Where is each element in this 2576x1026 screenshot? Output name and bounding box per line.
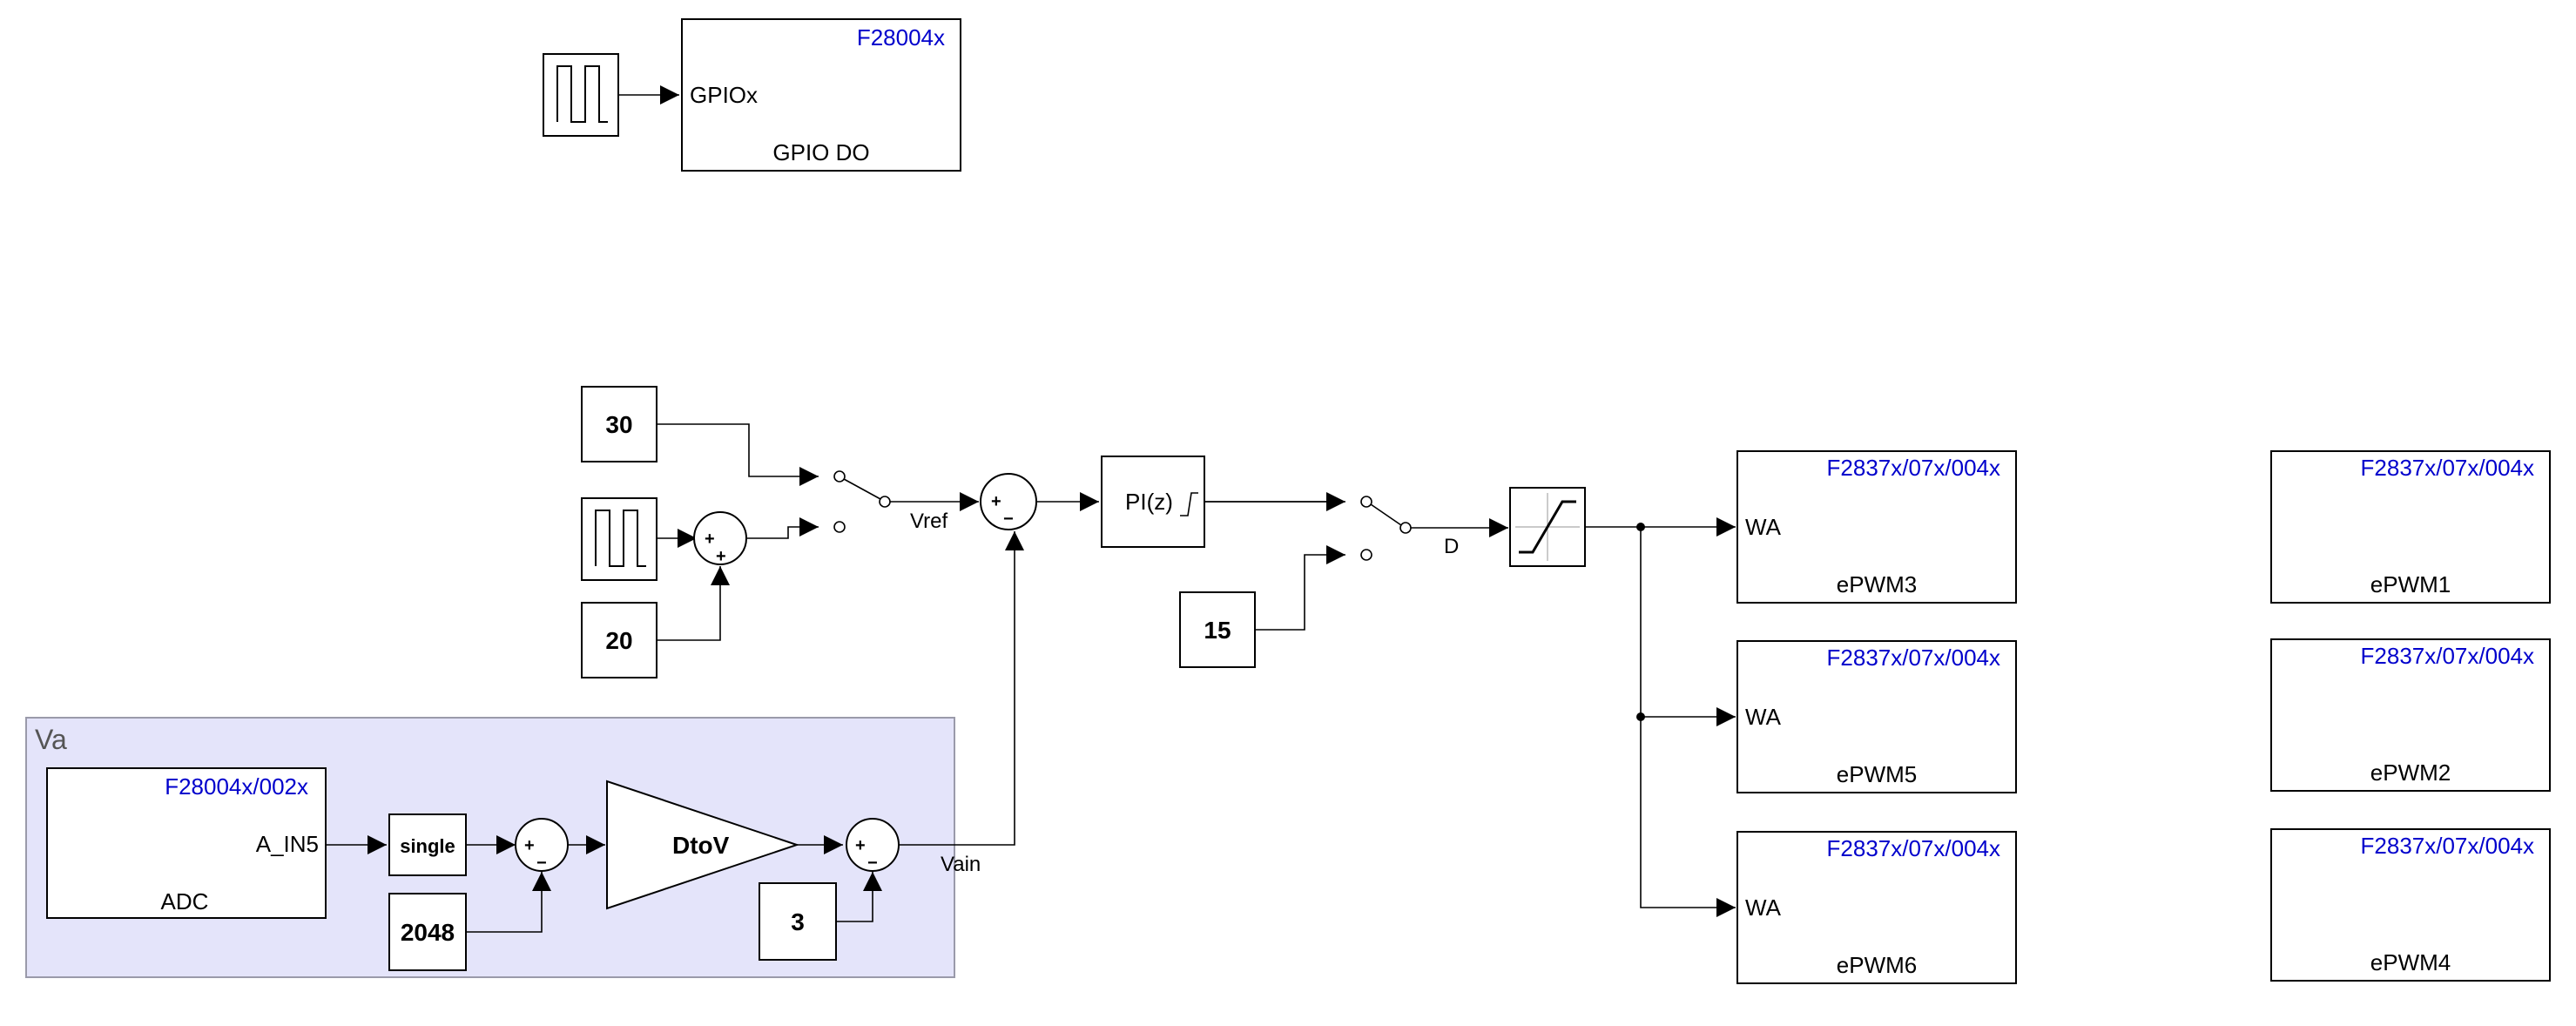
signal-vain: Vain: [941, 853, 981, 876]
saturation-block[interactable]: [1509, 487, 1586, 567]
svg-text:DtoV: DtoV: [672, 832, 730, 859]
svg-text:15: 15: [1204, 617, 1231, 644]
svg-text:2048: 2048: [401, 919, 455, 946]
pulse-generator-ref[interactable]: [581, 497, 657, 581]
svg-text:ePWM6: ePWM6: [1837, 952, 1917, 978]
svg-text:F2837x/07x/004x: F2837x/07x/004x: [1827, 645, 2000, 671]
manual-switch-duty[interactable]: [1360, 496, 1412, 561]
svg-text:+: +: [716, 547, 726, 566]
svg-text:F28004x/002x: F28004x/002x: [165, 773, 308, 800]
epwm5-block[interactable]: F2837x/07x/004x WA ePWM5: [1736, 640, 2017, 793]
svg-text:WA: WA: [1745, 514, 1782, 540]
svg-text:30: 30: [605, 411, 632, 438]
svg-text:F2837x/07x/004x: F2837x/07x/004x: [2361, 833, 2534, 859]
epwm1-block[interactable]: F2837x/07x/004x ePWM1: [2270, 450, 2551, 604]
signal-d: D: [1444, 535, 1459, 558]
svg-text:−: −: [536, 854, 547, 873]
sum-offset[interactable]: + −: [515, 818, 569, 873]
svg-text:+: +: [991, 492, 1001, 511]
epwm2-block[interactable]: F2837x/07x/004x ePWM2: [2270, 638, 2551, 792]
signal-vref: Vref: [910, 510, 947, 533]
svg-text:+: +: [524, 836, 535, 855]
svg-text:+: +: [855, 836, 866, 855]
gain-dtov[interactable]: DtoV: [606, 780, 800, 910]
svg-text:F2837x/07x/004x: F2837x/07x/004x: [2361, 643, 2534, 669]
gpio-target-label: F28004x: [857, 24, 945, 51]
svg-text:ePWM5: ePWM5: [1837, 761, 1917, 787]
gpio-port-label: GPIOx: [690, 82, 758, 108]
gpio-block-name: GPIO DO: [772, 139, 869, 165]
epwm4-block[interactable]: F2837x/07x/004x ePWM4: [2270, 828, 2551, 982]
data-type-conversion[interactable]: single: [388, 813, 467, 876]
svg-text:ePWM1: ePWM1: [2370, 571, 2451, 597]
svg-text:WA: WA: [1745, 704, 1782, 730]
svg-text:+: +: [705, 530, 715, 549]
constant-30[interactable]: 30: [581, 386, 657, 462]
adc-block[interactable]: F28004x/002x A_IN5 ADC: [46, 767, 327, 919]
svg-text:F2837x/07x/004x: F2837x/07x/004x: [1827, 455, 2000, 481]
svg-text:ADC: ADC: [161, 888, 209, 915]
constant-20[interactable]: 20: [581, 602, 657, 678]
constant-2048[interactable]: 2048: [388, 893, 467, 971]
svg-text:20: 20: [605, 627, 632, 654]
svg-text:A_IN5: A_IN5: [256, 831, 319, 857]
sum-bias[interactable]: + −: [846, 818, 900, 873]
epwm6-block[interactable]: F2837x/07x/004x WA ePWM6: [1736, 831, 2017, 984]
svg-text:3: 3: [791, 908, 805, 935]
svg-text:single: single: [400, 835, 455, 857]
svg-text:−: −: [1003, 510, 1014, 529]
constant-15[interactable]: 15: [1179, 591, 1256, 668]
epwm3-block[interactable]: F2837x/07x/004x WA ePWM3: [1736, 450, 2017, 604]
svg-text:ePWM3: ePWM3: [1837, 571, 1917, 597]
svg-text:−: −: [867, 854, 878, 873]
sum-ref[interactable]: + +: [693, 511, 747, 566]
svg-text:F2837x/07x/004x: F2837x/07x/004x: [1827, 835, 2000, 861]
pulse-generator-gpio[interactable]: [543, 53, 619, 137]
svg-text:ePWM4: ePWM4: [2370, 949, 2451, 975]
gpio-do-block[interactable]: F28004x GPIOx GPIO DO: [681, 18, 961, 172]
svg-text:F2837x/07x/004x: F2837x/07x/004x: [2361, 455, 2534, 481]
subsystem-va-label: Va: [35, 724, 67, 755]
constant-3[interactable]: 3: [759, 882, 837, 961]
sum-error[interactable]: + −: [980, 473, 1037, 530]
manual-switch-ref[interactable]: [833, 470, 891, 533]
svg-text:WA: WA: [1745, 894, 1782, 921]
svg-text:PI(z): PI(z): [1125, 489, 1173, 515]
svg-text:ePWM2: ePWM2: [2370, 759, 2451, 786]
pi-controller[interactable]: PI(z): [1101, 456, 1205, 548]
